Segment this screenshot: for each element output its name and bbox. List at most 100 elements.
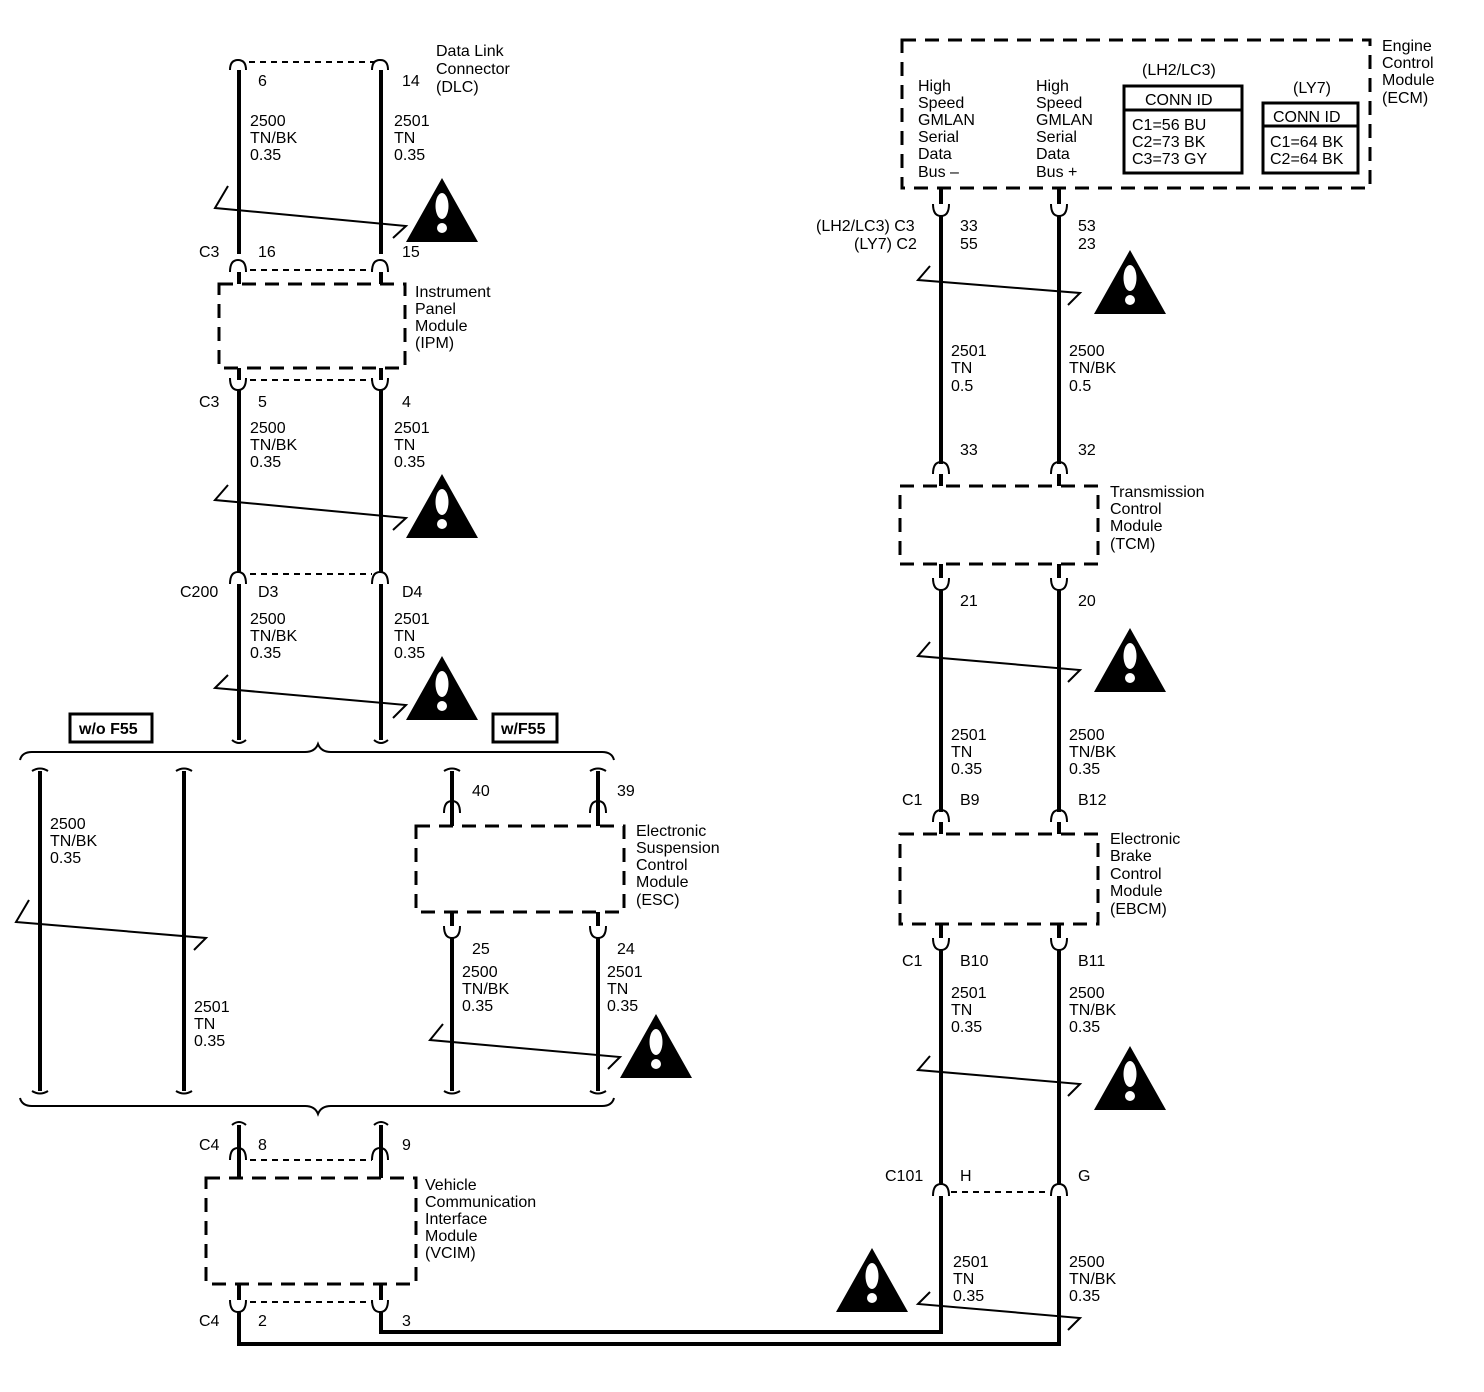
svg-text:Transmission: Transmission [1110, 484, 1205, 501]
pin-tcm-32: 32 [1078, 442, 1096, 459]
svg-text:Module: Module [1110, 883, 1163, 900]
c101-connector: C101 H G [885, 1168, 1090, 1210]
svg-text:2500: 2500 [1069, 985, 1105, 1002]
pin-c200-d3: D3 [258, 584, 279, 601]
pin-ebcm-b9: B9 [960, 792, 980, 809]
svg-text:2500: 2500 [1069, 343, 1105, 360]
twist-symbol [915, 1291, 1083, 1331]
svg-text:0.35: 0.35 [250, 147, 281, 164]
wire-label-2501-ipm: 2501 TN 0.35 [394, 420, 430, 471]
svg-text:Data Link: Data Link [436, 43, 505, 60]
pin-ecm-55: 55 [960, 236, 978, 253]
svg-text:2501: 2501 [951, 343, 987, 360]
svg-text:Speed: Speed [918, 95, 964, 112]
svg-text:2500: 2500 [250, 420, 286, 437]
svg-text:Panel: Panel [415, 301, 456, 318]
svg-text:(EBCM): (EBCM) [1110, 901, 1167, 918]
svg-text:0.35: 0.35 [250, 645, 281, 662]
wire-label-2500-bypass: 2500 TN/BK 0.35 [50, 816, 97, 867]
svg-text:High: High [918, 78, 951, 95]
vcim-label: Vehicle Communication Interface Module (… [425, 1177, 536, 1262]
wire-label-2501-dlc: 2501 TN 0.35 [394, 113, 430, 164]
svg-text:TN/BK: TN/BK [250, 628, 297, 645]
svg-text:TN/BK: TN/BK [1069, 1002, 1116, 1019]
caution-icon [1094, 628, 1166, 692]
splice-cap [443, 1090, 607, 1095]
svg-text:2501: 2501 [394, 611, 430, 628]
dlc-module: 6 14 Data Link Connector (DLC) [229, 43, 510, 96]
dlc-label: Data Link Connector (DLC) [436, 43, 510, 96]
pin-tcm-33: 33 [960, 442, 978, 459]
option-box-wo-f55 [68, 712, 154, 744]
ecm-bus-minus-label: High Speed GMLAN Serial Data Bus – [918, 78, 975, 181]
twist-symbol [915, 265, 1083, 306]
caution-icon [406, 178, 478, 242]
ecm-label: Engine Control Module (ECM) [1382, 38, 1435, 107]
svg-text:0.35: 0.35 [394, 645, 425, 662]
svg-text:TN: TN [951, 744, 972, 761]
conn-id-table-ly7: CONN ID C1=64 BK C2=64 BK [1261, 101, 1360, 175]
svg-text:2500: 2500 [1069, 1254, 1105, 1271]
caution-icon [406, 474, 478, 538]
svg-text:(DLC): (DLC) [436, 79, 479, 96]
svg-text:0.35: 0.35 [607, 998, 638, 1015]
svg-text:TN: TN [394, 437, 415, 454]
conn-ecm-c2: (LY7) C2 [854, 236, 917, 253]
svg-text:Module: Module [425, 1228, 478, 1245]
pin-c200-d4: D4 [402, 584, 423, 601]
svg-text:TN/BK: TN/BK [50, 833, 97, 850]
conn-c101: C101 [885, 1168, 923, 1185]
conn-c3-top: C3 [199, 244, 220, 261]
pin-esc-40: 40 [472, 783, 490, 800]
conn-c200: C200 [180, 584, 218, 601]
svg-text:2500: 2500 [1069, 727, 1105, 744]
svg-text:Data: Data [1036, 146, 1070, 163]
esc-label: Electronic Suspension Control Module (ES… [636, 823, 720, 909]
svg-text:2501: 2501 [607, 964, 643, 981]
svg-text:C3=73 GY: C3=73 GY [1132, 151, 1207, 168]
pin-ebcm-b12: B12 [1078, 792, 1107, 809]
wire-label-2500-c200: 2500 TN/BK 0.35 [250, 611, 297, 662]
pin-vcim-2: 2 [258, 1313, 267, 1330]
wire-label-2501-bypass: 2501 TN 0.35 [194, 999, 230, 1050]
twist-symbol [212, 674, 409, 719]
wire-label-2500-esc: 2500 TN/BK 0.35 [462, 964, 509, 1015]
svg-text:Serial: Serial [918, 129, 959, 146]
svg-text:0.35: 0.35 [394, 454, 425, 471]
svg-text:Data: Data [918, 146, 952, 163]
svg-text:Interface: Interface [425, 1211, 487, 1228]
svg-text:GMLAN: GMLAN [918, 112, 975, 129]
wire-label-2500-dlc: 2500 TN/BK 0.35 [250, 113, 297, 164]
svg-text:Brake: Brake [1110, 848, 1152, 865]
conn-c4-bottom: C4 [199, 1313, 220, 1330]
wire-2501-vcim-c101 [379, 1208, 943, 1334]
pin-c101-h: H [960, 1168, 972, 1185]
svg-text:Module: Module [1382, 72, 1435, 89]
svg-text:0.35: 0.35 [1069, 1288, 1100, 1305]
tcm-label: Transmission Control Module (TCM) [1110, 484, 1205, 553]
conn-ecm-c3: (LH2/LC3) C3 [816, 218, 915, 235]
svg-text:Control: Control [1110, 866, 1162, 883]
wire-label-2501-tcm: 2501 TN 0.35 [951, 727, 987, 778]
svg-text:0.35: 0.35 [953, 1288, 984, 1305]
svg-text:0.35: 0.35 [951, 761, 982, 778]
svg-text:0.35: 0.35 [50, 850, 81, 867]
twist-symbol [428, 1023, 623, 1070]
caution-icon [1094, 250, 1166, 314]
caution-icon [406, 656, 478, 720]
svg-text:TN/BK: TN/BK [250, 130, 297, 147]
ecm-lh2-title: (LH2/LC3) [1142, 62, 1216, 79]
pin-esc-25: 25 [472, 941, 490, 958]
caution-icon [620, 1014, 692, 1078]
conn-c1-top: C1 [902, 792, 923, 809]
svg-text:TN: TN [194, 1016, 215, 1033]
twist-symbol [915, 641, 1083, 683]
wire-label-2501-ecm: 2501 TN 0.5 [951, 343, 987, 395]
option-label-wo-f55: w/o F55 [78, 721, 138, 738]
pin-esc-39: 39 [617, 783, 635, 800]
svg-text:TN: TN [394, 628, 415, 645]
option-label-w-f55: w/F55 [500, 721, 546, 738]
caution-icon [836, 1248, 908, 1312]
ebcm-label: Electronic Brake Control Module (EBCM) [1110, 831, 1180, 918]
